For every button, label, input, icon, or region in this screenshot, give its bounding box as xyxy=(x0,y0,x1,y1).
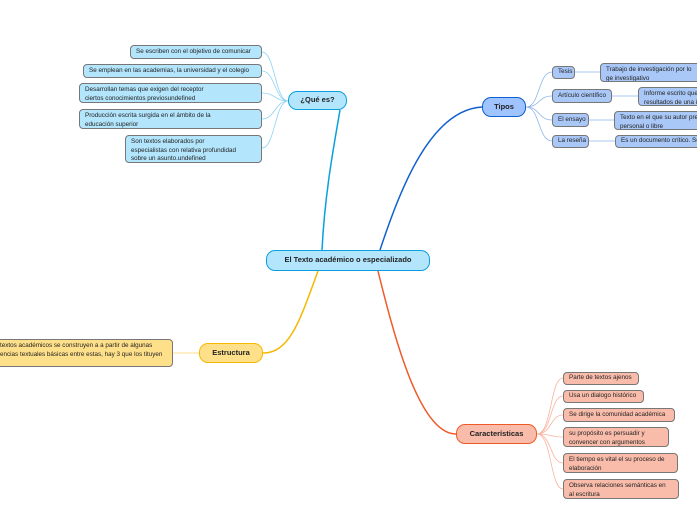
item-label: Usa un dialogo histórico xyxy=(569,392,637,400)
item-label: La reseña xyxy=(558,137,587,145)
caracteristica-item[interactable]: Observa relaciones semánticas en al escr… xyxy=(563,479,679,499)
estructura-item[interactable]: textos académicos se construyen a a part… xyxy=(0,339,173,367)
item-label: Son textos elaborados por especialistas … xyxy=(131,138,237,162)
tipo-desc[interactable]: Es un documento crítico. Se xyxy=(615,135,697,148)
topic-label: Tipos xyxy=(494,101,514,111)
central-topic[interactable]: El Texto académico o especializado xyxy=(266,250,430,271)
item-label: Desarrollan temas que exigen del recepto… xyxy=(85,86,204,102)
item-label: Observa relaciones semánticas en al escr… xyxy=(569,482,666,498)
desc-label: Informe escrito que resultados de una in xyxy=(644,90,697,106)
topic-caracteristicas[interactable]: Características xyxy=(456,424,537,444)
desc-label: Es un documento crítico. Se xyxy=(621,137,697,145)
topic-que-es[interactable]: ¿Qué es? xyxy=(288,91,347,110)
tipo-desc[interactable]: Informe escrito que resultados de una in xyxy=(638,87,697,106)
tipo-desc[interactable]: Trabajo de investigación por lo ge inves… xyxy=(600,63,697,82)
item-label: su propósito es persuadir y convencer co… xyxy=(569,430,645,446)
caracteristica-item[interactable]: El tiempo es vital el su proceso de elab… xyxy=(563,453,678,473)
topic-label: ¿Qué es? xyxy=(300,95,335,105)
caracteristica-item[interactable]: Se dirige la comunidad académica xyxy=(563,408,675,422)
tipo-item[interactable]: Artículo científico xyxy=(552,89,612,103)
item-label: textos académicos se construyen a a part… xyxy=(0,342,163,358)
item-label: Se emplean en las academias, la universi… xyxy=(89,66,249,74)
central-topic-label: El Texto académico o especializado xyxy=(284,255,412,265)
que-es-item[interactable]: Desarrollan temas que exigen del recepto… xyxy=(79,83,262,103)
topic-estructura[interactable]: Estructura xyxy=(199,343,263,363)
que-es-item[interactable]: Se escriben con el objetivo de comunicar xyxy=(130,45,262,59)
desc-label: Trabajo de investigación por lo ge inves… xyxy=(606,66,692,82)
caracteristica-item[interactable]: Parte de textos ajenos xyxy=(563,372,639,385)
item-label: Se dirige la comunidad académica xyxy=(569,410,666,418)
item-label: El ensayo xyxy=(558,115,586,123)
item-label: El tiempo es vital el su proceso de elab… xyxy=(569,456,665,472)
tipo-desc[interactable]: Texto en el que su autor pre personal o … xyxy=(614,111,697,130)
tipo-item[interactable]: Tesis xyxy=(552,66,575,79)
que-es-item[interactable]: Producción escrita surgida en el ámbito … xyxy=(79,109,262,129)
item-label: Tesis xyxy=(558,68,573,76)
desc-label: Texto en el que su autor pre personal o … xyxy=(620,114,697,130)
topic-tipos[interactable]: Tipos xyxy=(482,97,526,117)
caracteristica-item[interactable]: su propósito es persuadir y convencer co… xyxy=(563,427,669,447)
item-label: Producción escrita surgida en el ámbito … xyxy=(85,112,211,128)
que-es-item[interactable]: Son textos elaborados por especialistas … xyxy=(125,135,262,163)
item-label: Parte de textos ajenos xyxy=(569,374,632,382)
tipo-item[interactable]: La reseña xyxy=(552,135,589,148)
caracteristica-item[interactable]: Usa un dialogo histórico xyxy=(563,390,644,403)
que-es-item[interactable]: Se emplean en las academias, la universi… xyxy=(83,64,262,78)
tipo-item[interactable]: El ensayo xyxy=(552,113,589,127)
topic-label: Estructura xyxy=(212,347,250,357)
item-label: Se escriben con el objetivo de comunicar xyxy=(136,47,251,55)
item-label: Artículo científico xyxy=(558,91,606,99)
topic-label: Características xyxy=(469,428,524,438)
